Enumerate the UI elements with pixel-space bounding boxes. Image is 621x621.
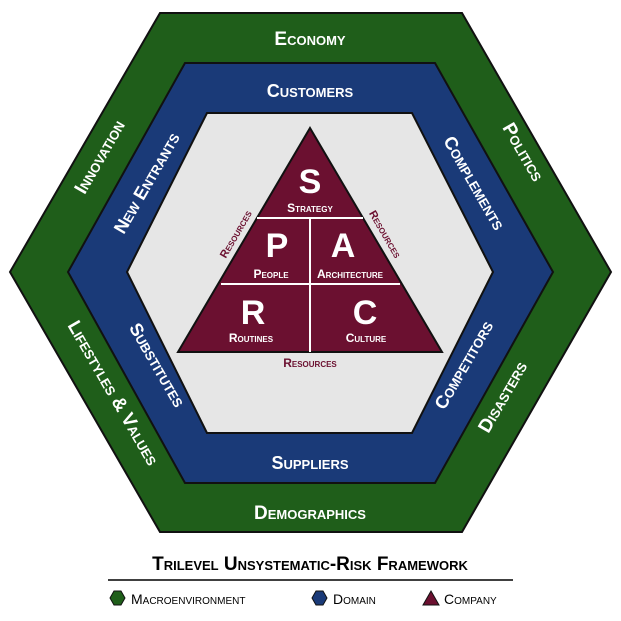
framework-title: Trilevel Unsystematic-Risk Framework bbox=[152, 554, 468, 575]
people-label: People bbox=[253, 267, 289, 281]
economy-label: Economy bbox=[274, 29, 346, 50]
strategy-label: Strategy bbox=[287, 201, 333, 215]
triangle-icon bbox=[422, 589, 440, 606]
legend-company-label: Company bbox=[444, 591, 497, 607]
architecture-label: Architecture bbox=[317, 267, 384, 281]
hexagon-icon bbox=[109, 590, 126, 606]
resources-label-bottom: Resources bbox=[283, 356, 337, 370]
people-letter: P bbox=[266, 227, 289, 265]
demographics-label: Demographics bbox=[254, 503, 366, 524]
routines-letter: R bbox=[241, 294, 266, 332]
architecture-letter: A bbox=[331, 227, 356, 265]
culture-label: Culture bbox=[346, 331, 387, 345]
legend-macroenvironment-label: Macroenvironment bbox=[131, 591, 245, 607]
suppliers-label: Suppliers bbox=[271, 453, 348, 473]
hexagon-icon bbox=[311, 590, 328, 606]
customers-label: Customers bbox=[267, 81, 354, 101]
strategy-letter: S bbox=[299, 163, 322, 201]
culture-letter: C bbox=[353, 294, 378, 332]
routines-label: Routines bbox=[229, 331, 274, 345]
legend: Macroenvironment Domain Company bbox=[109, 589, 497, 607]
legend-domain-label: Domain bbox=[333, 591, 376, 607]
